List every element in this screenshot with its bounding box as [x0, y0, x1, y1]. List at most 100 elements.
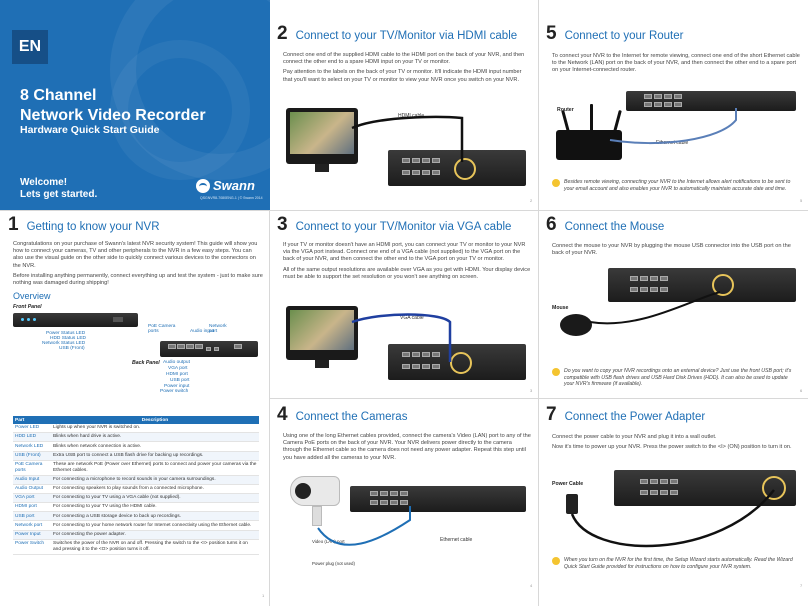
- description-cell: For connecting to your home network rout…: [51, 520, 259, 531]
- cover-title: 8 Channel Network Video Recorder: [20, 86, 206, 126]
- page-number: 4: [530, 583, 533, 588]
- part-cell: Audio Output: [13, 484, 51, 494]
- section-4-body: Using one of the long Ethernet cables pr…: [283, 433, 531, 462]
- back-label: USB port: [170, 378, 190, 383]
- router-antenna-icon: [590, 104, 593, 132]
- vga-cable-label: VGA cable: [400, 315, 424, 321]
- hdd-led-icon: [27, 318, 30, 321]
- part-cell: Audio Input: [13, 475, 51, 485]
- poe-port-icon: [650, 490, 658, 495]
- poe-port-icon: [670, 479, 678, 484]
- router-paragraph: To connect your NVR to the Internet for …: [552, 53, 800, 74]
- cover-title-line1: 8 Channel: [20, 87, 97, 104]
- section-number: 5: [546, 23, 557, 44]
- document-code: QSGNVR8-7080ENG-1 | © Swann 2014: [200, 196, 263, 200]
- power-led-icon: [21, 318, 24, 321]
- page-number: 1: [262, 593, 265, 598]
- part-cell: USB (Front): [13, 451, 51, 461]
- poe-port-icon: [650, 287, 658, 292]
- front-usb-port-icon: [113, 317, 123, 322]
- camera-mount: [312, 506, 322, 526]
- lightbulb-icon: [552, 557, 560, 565]
- poe-port-icon: [412, 158, 420, 163]
- vga-port-icon: [206, 347, 211, 351]
- poe-port-icon: [640, 287, 648, 292]
- poe-port-icon: [674, 102, 682, 107]
- power-cable-label: Power Cable: [552, 481, 584, 487]
- part-cell: PoE Camera ports: [13, 460, 51, 476]
- poe-port-icon: [654, 94, 662, 99]
- top-label: Audio input: [190, 329, 215, 334]
- router-tip: Besides remote viewing, connecting your …: [552, 179, 798, 192]
- poe-port-icon: [664, 94, 672, 99]
- description-cell: These are network PoE (Power over Ethern…: [51, 460, 259, 476]
- section-title: Connect the Cameras: [295, 411, 408, 423]
- poe-port-icon: [402, 364, 410, 369]
- part-cell: Network LED: [13, 441, 51, 452]
- front-panel-label: Front Panel: [13, 304, 42, 310]
- section-5-heading: 5 Connect to your Router: [546, 23, 683, 45]
- page-number: 5: [800, 198, 803, 203]
- page-number: 7: [800, 583, 803, 588]
- section-2-heading: 2 Connect to your TV/Monitor via HDMI ca…: [277, 23, 517, 45]
- poe-port-icon: [400, 491, 408, 496]
- poe-port-icon: [650, 479, 658, 484]
- poe-port-icon: [412, 170, 420, 175]
- wizard-tip: When you turn on the NVR for the first t…: [552, 557, 798, 570]
- description-cell: For connecting to your TV using a VGA ca…: [51, 493, 259, 504]
- nvr-front-panel: [13, 313, 138, 327]
- description-cell: Lights up when your NVR is switched on.: [51, 424, 259, 434]
- monitor-screen: [290, 112, 354, 154]
- poe-port-icon: [630, 287, 638, 292]
- column-divider-1: [269, 0, 270, 606]
- welcome-line1: Welcome!: [20, 177, 68, 188]
- vga-paragraph-2: All of the same output resolutions are a…: [283, 266, 531, 280]
- test-paragraph: Before installing anything permanently, …: [13, 272, 263, 287]
- section-1-body: Congratulations on your purchase of Swan…: [13, 241, 263, 287]
- poe-port-icon: [432, 352, 440, 357]
- hdmi-paragraph-1: Connect one end of the supplied HDMI cab…: [283, 52, 525, 66]
- poe-port-icon: [650, 276, 658, 281]
- section-6-body: Connect the mouse to your NVR by pluggin…: [552, 243, 800, 257]
- poe-port-icon: [422, 170, 430, 175]
- poe-port-icon: [640, 479, 648, 484]
- power-input-highlight-icon: [762, 476, 786, 500]
- front-label: Power Status LED: [46, 331, 86, 336]
- table-row: USB (Front)Extra USB port to connect a U…: [13, 451, 259, 461]
- welcome-line2: Lets get started.: [20, 189, 98, 200]
- poe-port-icon: [412, 352, 420, 357]
- front-label: Network Status LED: [42, 341, 86, 346]
- nvr-back-illustration: [614, 470, 796, 506]
- section-number: 6: [546, 214, 557, 235]
- table-header-row: Part Description: [13, 416, 259, 424]
- section-number: 2: [277, 23, 288, 44]
- cover-panel: EN 8 Channel Network Video Recorder Hard…: [0, 0, 270, 210]
- nvr-back-illustration: [388, 150, 526, 186]
- nvr-back-illustration: [626, 91, 796, 111]
- cover-welcome: Welcome! Lets get started.: [20, 177, 97, 201]
- poe-port-icon: [195, 344, 203, 349]
- part-cell: HDD LED: [13, 432, 51, 443]
- video-port-label: Video (LAN) port: [312, 539, 345, 544]
- row-divider-2: [270, 398, 808, 399]
- poe-port-icon: [432, 158, 440, 163]
- ethernet-cable-label: Ethernet cable: [656, 140, 689, 146]
- power-paragraph-1: Connect the power cable to your NVR and …: [552, 434, 717, 440]
- poe-port-icon: [390, 491, 398, 496]
- part-cell: HDMI port: [13, 502, 51, 513]
- section-number: 3: [277, 214, 288, 235]
- poe-port-icon: [432, 364, 440, 369]
- poe-port-icon: [660, 276, 668, 281]
- poe-port-icon: [630, 276, 638, 281]
- poe-port-icon: [400, 500, 408, 505]
- poe-port-icon: [402, 170, 410, 175]
- section-4-heading: 4 Connect the Cameras: [277, 404, 407, 426]
- lightbulb-icon: [552, 179, 560, 187]
- lightbulb-icon: [552, 368, 560, 376]
- camera-illustration: [290, 476, 340, 506]
- poe-port-icon: [370, 491, 378, 496]
- section-3-body: If your TV or monitor doesn't have an HD…: [283, 242, 531, 281]
- poe-port-icon: [640, 276, 648, 281]
